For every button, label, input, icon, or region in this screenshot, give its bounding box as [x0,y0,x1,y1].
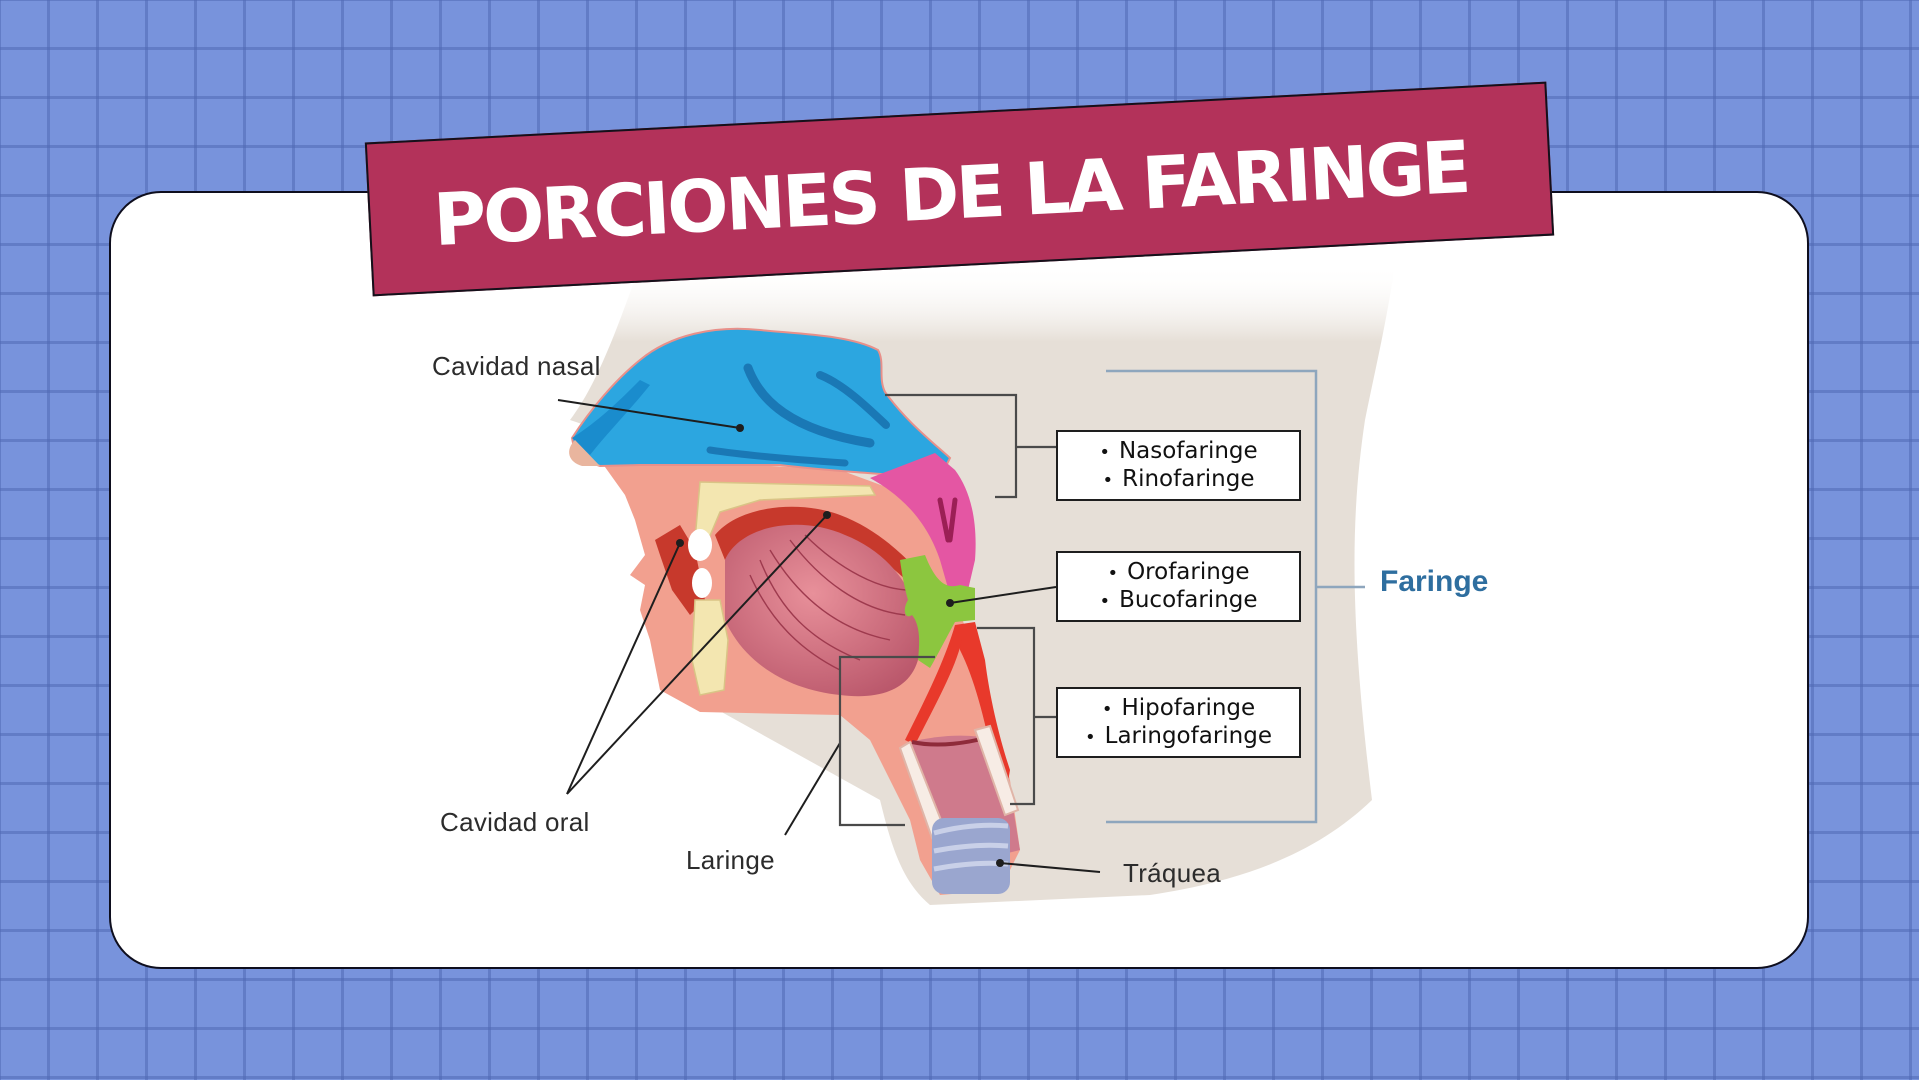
trachea-rings [932,818,1010,894]
label-pharynx: Faringe [1380,565,1489,598]
region-item: Laringofaringe [1085,723,1272,751]
label-oral-cavity: Cavidad oral [440,807,590,837]
bracket-pharynx [1106,369,1365,824]
region-item: Hipofaringe [1102,695,1255,723]
region-box-oropharynx: Orofaringe Bucofaringe [1056,551,1301,622]
bracket-hypopharynx [977,626,1056,806]
bracket-nasopharynx [885,393,1056,499]
region-item: Bucofaringe [1099,587,1257,615]
region-item: Nasofaringe [1099,438,1258,466]
region-box-hypopharynx: Hipofaringe Laringofaringe [1056,687,1301,758]
region-box-nasopharynx: Nasofaringe Rinofaringe [1056,430,1301,501]
oral-cavity-lining [715,506,935,600]
page-title: PORCIONES DE LA FARINGE [431,124,1471,263]
label-nasal-cavity: Cavidad nasal [432,351,601,381]
mandible-bone [691,599,729,696]
region-item: Rinofaringe [1102,466,1254,494]
bracket-larynx [838,655,935,827]
region-item: Orofaringe [1107,559,1250,587]
label-larynx: Laringe [686,845,775,875]
label-trachea: Tráquea [1123,858,1221,888]
nasopharynx [870,453,976,595]
oropharynx [900,555,975,668]
